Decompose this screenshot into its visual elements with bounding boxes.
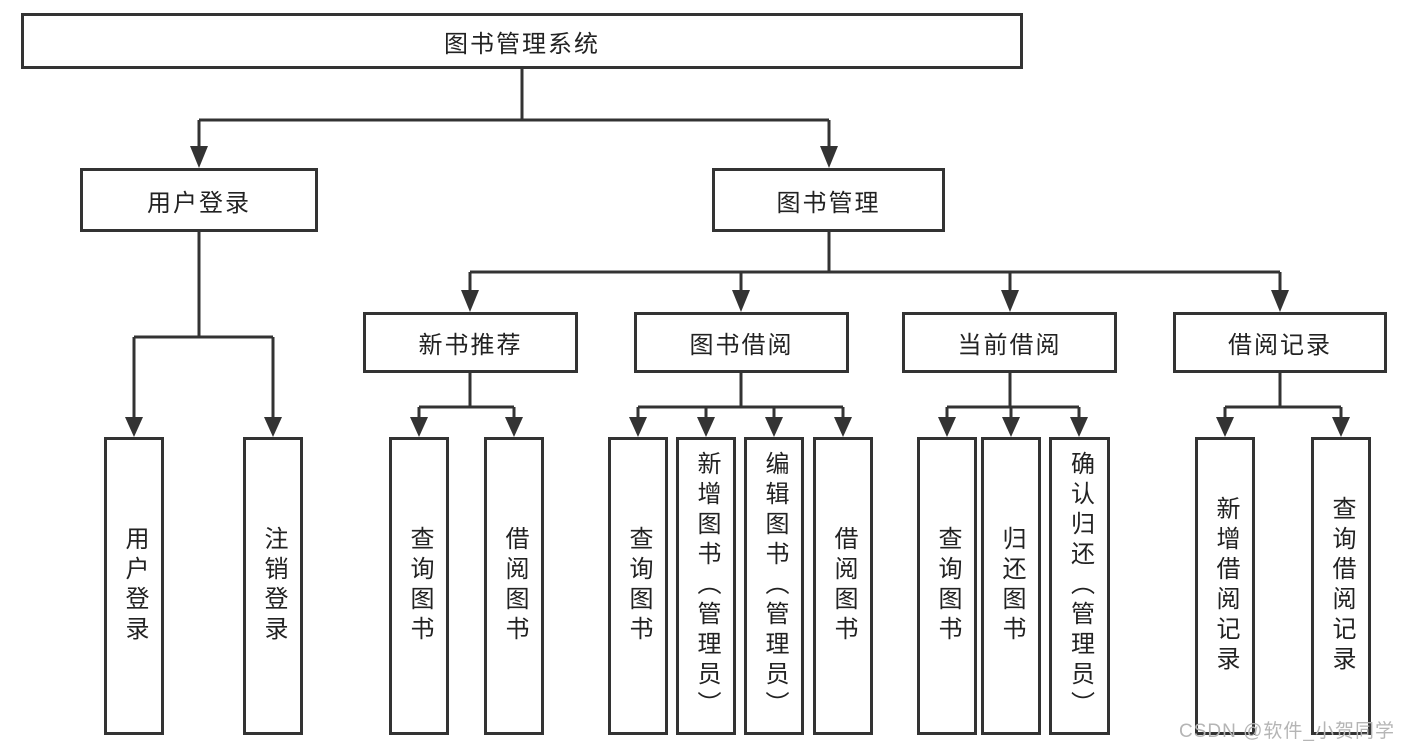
leaf-borrow-books: 借阅图书 xyxy=(813,437,873,735)
leaf-query-books-borrow: 查询图书 xyxy=(608,437,668,735)
leaf-add-borrow-record: 新增借阅记录 xyxy=(1195,437,1255,735)
leaf-add-books-admin: 新增图书（管理员） xyxy=(676,437,736,735)
leaf-return-books: 归还图书 xyxy=(981,437,1041,735)
leaf-borrow-books-recommend: 借阅图书 xyxy=(484,437,544,735)
csdn-watermark: CSDN @软件_小贺同学 xyxy=(1179,721,1395,742)
leaf-query-books-recommend: 查询图书 xyxy=(389,437,449,735)
node-book-borrow: 图书借阅 xyxy=(634,312,849,373)
leaf-user-login: 用户登录 xyxy=(104,437,164,735)
leaf-query-books-current: 查询图书 xyxy=(917,437,977,735)
node-borrow-records: 借阅记录 xyxy=(1173,312,1387,373)
leaf-confirm-return-admin: 确认归还（管理员） xyxy=(1049,437,1110,735)
node-user-login-branch: 用户登录 xyxy=(80,168,318,232)
leaf-logout: 注销登录 xyxy=(243,437,303,735)
node-root-library-system: 图书管理系统 xyxy=(21,13,1023,69)
leaf-edit-books-admin: 编辑图书（管理员） xyxy=(744,437,804,735)
node-current-borrow: 当前借阅 xyxy=(902,312,1117,373)
leaf-query-borrow-record: 查询借阅记录 xyxy=(1311,437,1371,735)
node-book-management-branch: 图书管理 xyxy=(712,168,945,232)
node-new-book-recommend: 新书推荐 xyxy=(363,312,578,373)
